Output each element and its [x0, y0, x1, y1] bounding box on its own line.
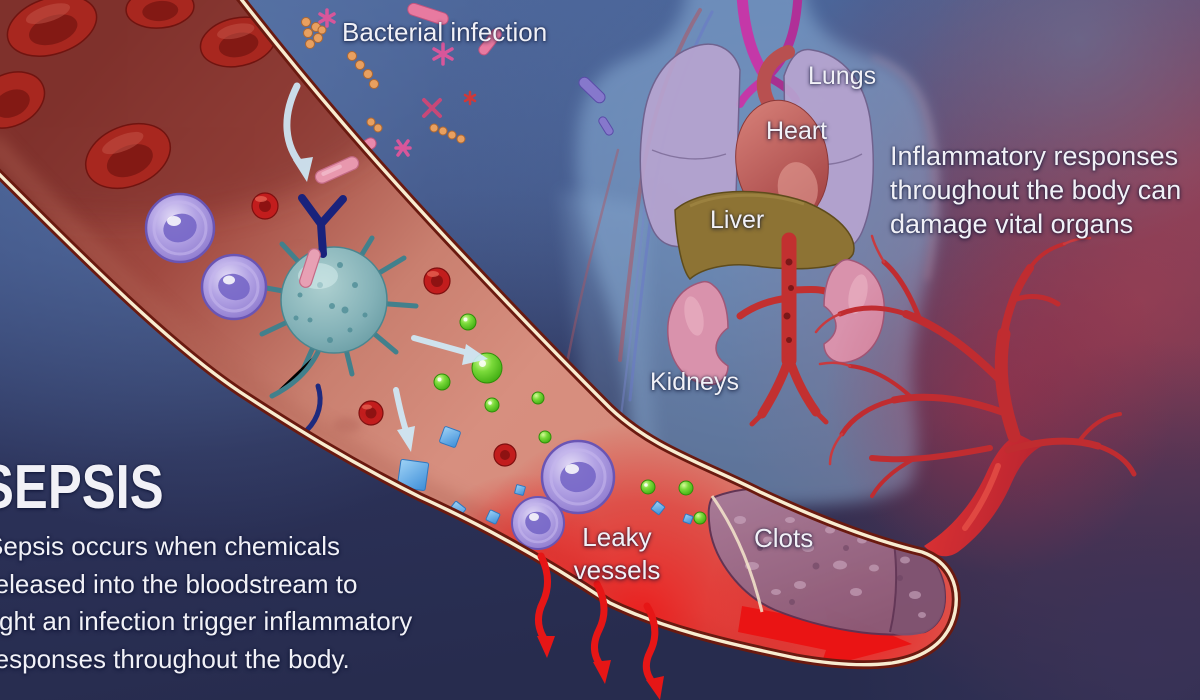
liver-label: Liver: [710, 206, 765, 234]
white-blood-cells: [144, 192, 616, 550]
kidneys-label: Kidneys: [650, 368, 739, 396]
leaky-vessels-line: vessels: [573, 555, 661, 585]
leaky-vessels-line: Leaky: [582, 522, 652, 552]
description-line: Sepsis occurs when chemicals: [0, 531, 341, 561]
organs: [639, 0, 885, 427]
bacteria-rod-in-vessel: [299, 156, 360, 288]
inflammatory-note-line: throughout the body can: [890, 175, 1182, 205]
lungs-label: Lungs: [808, 62, 877, 90]
antibody-icon: [298, 194, 347, 258]
clots-label: Clots: [754, 523, 814, 553]
leak-arrows: [535, 552, 664, 700]
inflammatory-note: Inflammatory responses throughout the bo…: [890, 139, 1181, 241]
flow-arrows: [283, 82, 488, 452]
vessel-wall-cream-line: [0, 0, 958, 667]
bacterial-infection-label: Bacterial infection: [342, 17, 548, 47]
sepsis-description: Sepsis occurs when chemicals released in…: [0, 528, 412, 678]
damaged-vessel-tree: [814, 225, 1175, 575]
bacteria-stars: [318, 8, 477, 157]
blood-flow-arrow: [738, 606, 912, 665]
description-line: responses throughout the body.: [0, 643, 350, 674]
blood-vessel: [0, 0, 961, 670]
page-title: SEPSIS: [0, 453, 164, 522]
red-blood-cells-dark: [0, 0, 469, 190]
description-line: released into the bloodstream to: [0, 568, 358, 599]
inflammatory-note-line: damage vital organs: [890, 209, 1134, 239]
heart-label: Heart: [766, 117, 828, 145]
bacteria-cocci-cluster: [301, 17, 466, 144]
description-line: fight an infection trigger inflammatory: [0, 606, 413, 636]
leaky-vessels-label: Leaky vessels: [574, 521, 661, 587]
liver-illustration: [674, 190, 855, 281]
red-blood-cells-small: [251, 192, 517, 467]
antibody-hook-icon: [304, 383, 323, 433]
inflammatory-note-line: Inflammatory responses: [890, 141, 1179, 171]
